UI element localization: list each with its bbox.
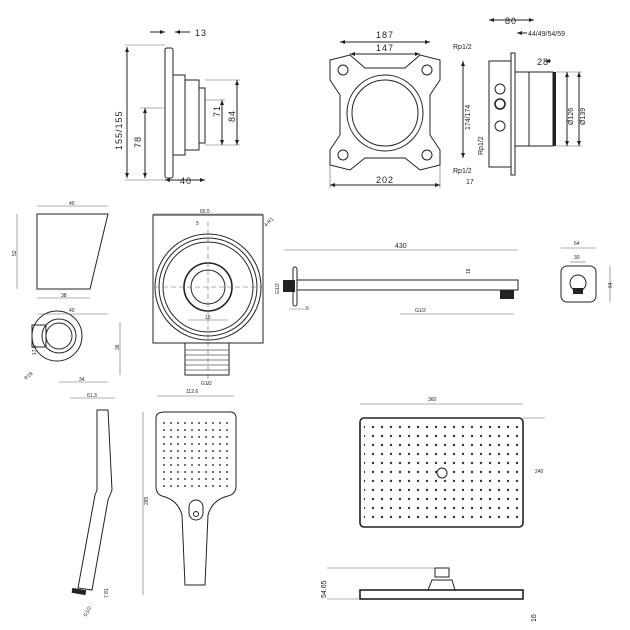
holder-bottom-label: 38 bbox=[61, 293, 67, 299]
range-label: 44/49/54/59 bbox=[528, 31, 565, 38]
conn-top-label: Rp1/2 bbox=[453, 44, 472, 51]
inner-top-label: 147 bbox=[376, 43, 394, 53]
hand-depth-label: 61.3 bbox=[87, 393, 97, 399]
thermostat-side-view: 155/155 78 13 71 84 40 bbox=[114, 28, 240, 186]
mounting-box-side-view: 80 44/49/54/59 Rp1/2 28 174/174 Rp1/2 Ø1… bbox=[453, 16, 587, 186]
flange-inner-label: 30 bbox=[574, 255, 580, 261]
overhead-depth-label: 240 bbox=[535, 469, 544, 475]
wall-outlet-view: 65.5 5 4-R1 19 G1/2 bbox=[152, 209, 275, 387]
hand-width-label: 112.6 bbox=[186, 389, 198, 395]
step-label: 28 bbox=[537, 57, 549, 67]
arm-head-thread-label: G1/2 bbox=[415, 308, 426, 314]
overhead-shower-top-view: 360 240 bbox=[359, 397, 545, 528]
flange-width-label: 64 bbox=[574, 241, 580, 247]
dia-outer-label: Ø139 bbox=[580, 108, 587, 125]
height-label: 174/174 bbox=[465, 105, 472, 130]
outlet-top-offset-label: 5 bbox=[196, 221, 199, 227]
outlet-bore-label: 19 bbox=[205, 315, 211, 321]
outlet-thread-label: G1/2 bbox=[201, 381, 212, 387]
square-flange-view: 64 30 64 bbox=[560, 241, 614, 303]
arm-wall-thread-label: G1/2 bbox=[275, 283, 281, 294]
arm-flange-label: 5 bbox=[306, 306, 309, 312]
overhead-shower-side-view: 54.65 16 bbox=[321, 567, 538, 622]
holder-hole-label: 17.5 bbox=[32, 345, 38, 355]
h2-label: 84 bbox=[227, 110, 237, 122]
holder-depth-label: 36 bbox=[115, 344, 121, 350]
conn-bottom-label: Rp1/2 bbox=[453, 168, 472, 175]
bottom-label: 202 bbox=[376, 175, 394, 185]
conn-mid-label: Rp1/2 bbox=[478, 136, 485, 155]
hand-angle-label: 7.81 bbox=[104, 588, 110, 598]
hand-thread-label: G1/2 bbox=[83, 605, 94, 618]
holder-top-label: 40 bbox=[69, 201, 75, 207]
arm-length-label: 430 bbox=[395, 243, 407, 250]
hand-shower-side-view: 61.3 7.81 G1/2 bbox=[70, 393, 115, 618]
width-label: 40 bbox=[180, 176, 192, 186]
outlet-width-label: 65.5 bbox=[200, 209, 210, 215]
dia-inner-label: Ø126 bbox=[568, 108, 575, 125]
offset-label: 78 bbox=[133, 136, 143, 148]
holder-height-label: 52 bbox=[12, 250, 18, 256]
outer-top-label: 187 bbox=[376, 30, 394, 40]
hand-shower-front-view: 112.6 285 bbox=[142, 389, 237, 595]
overhead-height-label: 54.65 bbox=[321, 580, 328, 598]
holder-side-view: 40 52 38 bbox=[12, 201, 109, 299]
shower-arm-view: 430 G1/2 18 G1/2 5 bbox=[275, 243, 519, 315]
height-label: 155/155 bbox=[114, 110, 124, 150]
holder-top-view: 40 36 34 17.5 R18 bbox=[23, 308, 121, 383]
depth-label: 13 bbox=[195, 28, 207, 38]
flange-height-label: 64 bbox=[608, 282, 614, 288]
h1-label: 71 bbox=[212, 105, 222, 117]
depth-label: 80 bbox=[505, 16, 517, 26]
offset-label: 17 bbox=[466, 179, 474, 186]
holder-top-width-label: 40 bbox=[69, 308, 75, 314]
outlet-chamfer-label: 4-R1 bbox=[263, 216, 275, 228]
holder-radius-label: R18 bbox=[23, 371, 34, 382]
hand-length-label: 285 bbox=[144, 496, 150, 505]
mounting-box-front-view: 187 147 202 bbox=[329, 30, 441, 188]
overhead-width-label: 360 bbox=[428, 397, 437, 403]
holder-offset-label: 34 bbox=[79, 377, 85, 383]
overhead-thickness-label: 16 bbox=[531, 614, 538, 622]
arm-diameter-label: 18 bbox=[466, 268, 472, 274]
